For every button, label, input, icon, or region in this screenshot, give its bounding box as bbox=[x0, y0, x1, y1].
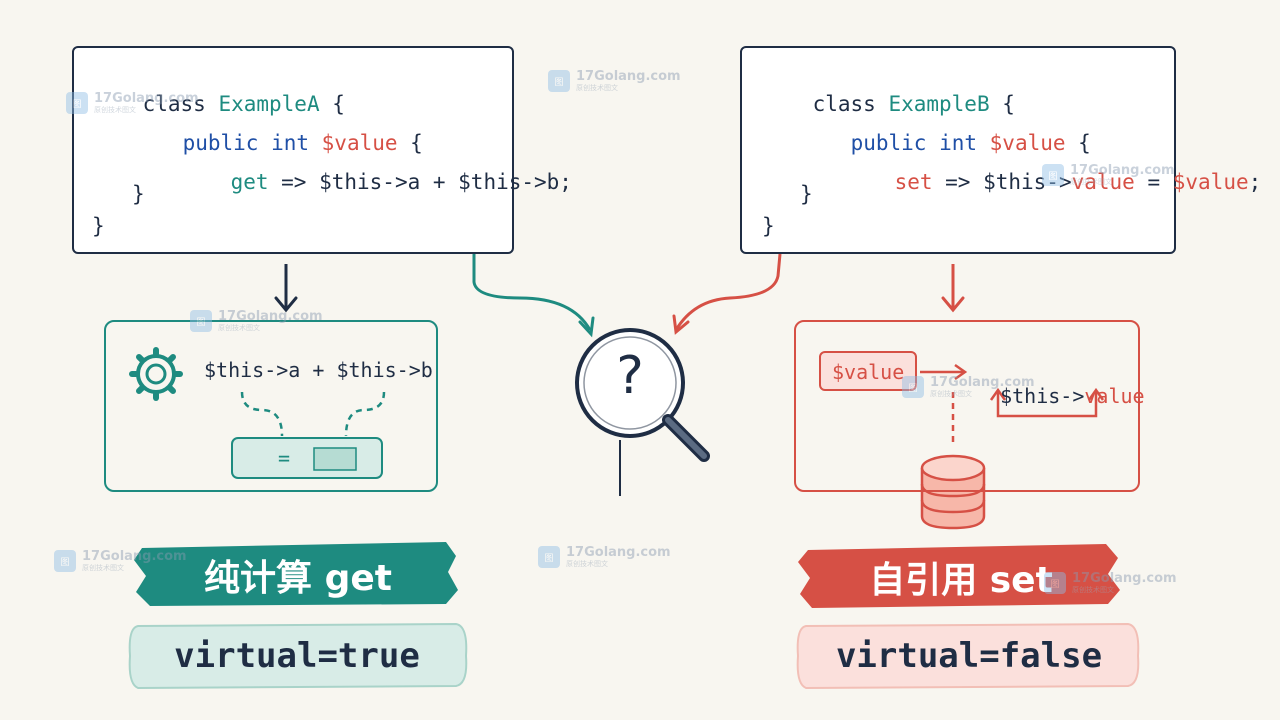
red-connector-arrow bbox=[672, 253, 782, 335]
right-brush-background bbox=[798, 544, 1120, 608]
watermark-name: 17Golang.com bbox=[82, 549, 187, 564]
target-prop: value bbox=[1084, 384, 1145, 408]
watermark-logo-icon: 图 bbox=[190, 310, 212, 332]
right-pill-background bbox=[796, 622, 1140, 690]
left-panel-result: = bbox=[278, 446, 291, 470]
open-brace: { bbox=[397, 131, 423, 155]
left-title-label: 纯计算 get bbox=[204, 558, 392, 599]
open-brace: { bbox=[319, 92, 345, 116]
modifier: public int bbox=[182, 131, 322, 155]
watermark-logo-icon: 图 bbox=[1042, 164, 1064, 186]
left-pill-background bbox=[128, 622, 468, 690]
set-arrow: => $this-> bbox=[932, 170, 1072, 194]
left-code-line-4: } bbox=[132, 182, 145, 206]
watermark-sub: 原创技术图文 bbox=[566, 560, 608, 568]
property-name: $value bbox=[989, 131, 1066, 155]
left-down-arrow bbox=[274, 264, 298, 313]
magnifier-question-icon bbox=[575, 328, 710, 496]
property-name: $value bbox=[321, 131, 398, 155]
right-code-line-3: set => $this->value = $value; bbox=[844, 146, 1262, 218]
gear-icon bbox=[129, 347, 183, 401]
watermark-name: 17Golang.com bbox=[94, 91, 199, 106]
question-mark: ? bbox=[616, 346, 644, 406]
left-code-line-3: get => $this->a + $this->b; bbox=[180, 146, 572, 218]
set-end: ; bbox=[1248, 170, 1262, 194]
watermark-sub: 原创技术图文 bbox=[930, 390, 972, 398]
left-code-box: class ExampleA { public int $value { get… bbox=[72, 46, 572, 254]
open-brace: { bbox=[1065, 131, 1091, 155]
watermark-name: 17Golang.com bbox=[218, 309, 323, 324]
left-result-panel bbox=[104, 320, 438, 492]
right-code-line-1: class ExampleB { bbox=[762, 68, 1015, 140]
set-eq: = bbox=[1134, 170, 1173, 194]
watermark-sub: 原创技术图文 bbox=[218, 324, 260, 332]
watermark-name: 17Golang.com bbox=[576, 69, 681, 84]
class-name: ExampleA bbox=[218, 92, 320, 116]
left-virtual-label: virtual=true bbox=[174, 636, 420, 676]
badge-to-target-arrow bbox=[920, 363, 968, 381]
left-code-line-5: } bbox=[92, 214, 105, 238]
modifier: public int bbox=[850, 131, 990, 155]
watermark-sub: 原创技术图文 bbox=[1072, 586, 1114, 594]
teal-connector-arrow bbox=[472, 254, 595, 338]
get-body: => $this->a + $this->b; bbox=[268, 170, 572, 194]
watermark-sub: 原创技术图文 bbox=[94, 106, 136, 114]
class-keyword: class bbox=[812, 92, 889, 116]
class-keyword: class bbox=[142, 92, 219, 116]
watermark-logo-icon: 图 bbox=[538, 546, 560, 568]
watermark-logo-icon: 图 bbox=[54, 550, 76, 572]
class-name: ExampleB bbox=[888, 92, 990, 116]
right-down-arrow bbox=[941, 264, 965, 313]
left-code-line-1: class ExampleA { bbox=[92, 68, 345, 140]
left-code-line-2: public int $value { bbox=[132, 107, 423, 179]
target-prefix: $this-> bbox=[1000, 384, 1085, 408]
watermark-name: 17Golang.com bbox=[930, 375, 1035, 390]
value-badge-box bbox=[819, 351, 917, 391]
watermark-name: 17Golang.com bbox=[1072, 571, 1177, 586]
watermark-name: 17Golang.com bbox=[566, 545, 671, 560]
watermark-sub: 原创技术图文 bbox=[576, 84, 618, 92]
watermark-sub: 原创技术图文 bbox=[82, 564, 124, 572]
left-panel-expression: $this->a + $this->b bbox=[204, 358, 433, 382]
right-code-line-2: public int $value { bbox=[800, 107, 1091, 179]
set-accessor: set bbox=[894, 170, 933, 194]
right-title-label: 自引用 set bbox=[869, 560, 1053, 601]
database-icon bbox=[920, 454, 986, 530]
watermark-logo-icon: 图 bbox=[902, 376, 924, 398]
watermark-sub: 原创技术图文 bbox=[1070, 178, 1112, 186]
right-code-line-4: } bbox=[800, 182, 813, 206]
open-brace: { bbox=[989, 92, 1015, 116]
right-panel-badge: $value bbox=[832, 360, 905, 384]
right-panel-target: $this->value bbox=[976, 360, 1145, 408]
result-slot bbox=[313, 447, 357, 471]
set-var: $value bbox=[1172, 170, 1249, 194]
watermark-logo-icon: 图 bbox=[1044, 572, 1066, 594]
watermark-name: 17Golang.com bbox=[1070, 163, 1175, 178]
set-prop: value bbox=[1071, 170, 1135, 194]
right-virtual-label: virtual=false bbox=[835, 636, 1103, 676]
right-result-panel bbox=[794, 320, 1140, 492]
expression-dashed-links bbox=[240, 391, 386, 437]
watermark-logo-icon: 图 bbox=[548, 70, 570, 92]
left-brush-background bbox=[134, 542, 458, 606]
right-code-line-5: } bbox=[762, 214, 775, 238]
get-accessor: get bbox=[230, 170, 269, 194]
right-code-box: class ExampleB { public int $value { set… bbox=[740, 46, 1261, 254]
watermark-logo-icon: 图 bbox=[66, 92, 88, 114]
self-reference-loop-arrow bbox=[989, 387, 1105, 418]
